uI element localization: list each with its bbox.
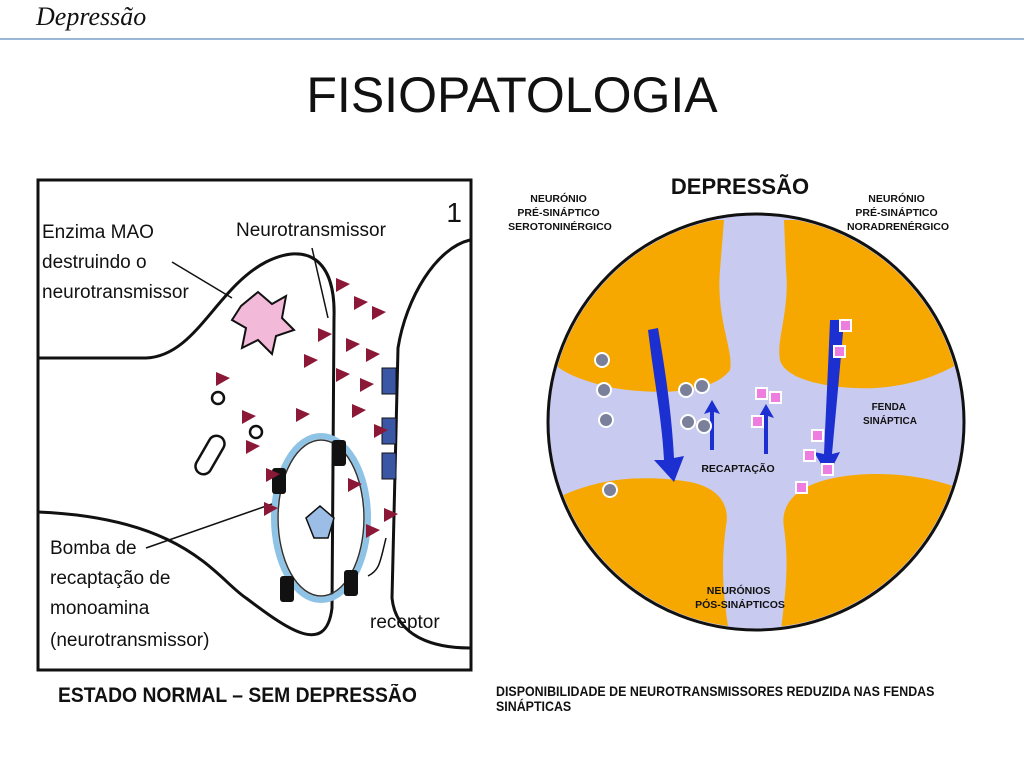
noradrenaline-molecule bbox=[755, 387, 768, 400]
panel-number: 1 bbox=[446, 197, 462, 228]
neurotransmitter-triangle bbox=[318, 328, 332, 342]
noradrenaline-molecule bbox=[821, 463, 834, 476]
neurotransmitter-triangle bbox=[360, 378, 374, 392]
depression-title: DEPRESSÃO bbox=[671, 174, 809, 199]
receptor-pointer bbox=[367, 537, 387, 577]
noradrenaline-molecule bbox=[833, 345, 846, 358]
serotonin-molecule bbox=[594, 352, 610, 368]
neurotransmitter-triangle bbox=[346, 338, 360, 352]
neurotransmitter-triangle bbox=[374, 424, 388, 438]
neurotransmitter-triangle bbox=[246, 440, 260, 454]
serotonin-molecule bbox=[598, 412, 614, 428]
noradrenaline-molecule bbox=[811, 429, 824, 442]
receptors bbox=[381, 367, 397, 480]
vesicle-enzyme-icon bbox=[305, 505, 335, 539]
label-neurotransmitter: Neurotransmissor bbox=[236, 220, 387, 241]
depression-diagram: DEPRESSÃO NEURÓNIO PRÉ-SINÁPTICO SEROTON… bbox=[494, 160, 984, 720]
vesicle bbox=[271, 433, 371, 603]
neurotransmitter-triangle bbox=[354, 296, 368, 310]
neurotransmitter-triangle bbox=[216, 372, 230, 386]
depression-synapse-figure: DEPRESSÃO NEURÓNIO PRÉ-SINÁPTICO SEROTON… bbox=[508, 174, 966, 632]
neurotransmitter-triangle bbox=[366, 524, 380, 538]
normal-state-diagram: 1 Neurotransmissor Enzima MAO destruindo… bbox=[36, 178, 476, 672]
serotonin-release-arrow bbox=[648, 328, 684, 482]
serotonin-molecule bbox=[694, 378, 710, 394]
serotonin-molecule bbox=[596, 382, 612, 398]
neurotransmitter-triangle bbox=[352, 404, 366, 418]
depression-caption: DISPONIBILIDADE DE NEUROTRANSMISSORES RE… bbox=[496, 684, 935, 714]
neurotransmitter-triangle bbox=[384, 508, 398, 522]
neurotransmitter-triangle bbox=[304, 354, 318, 368]
label-serotonergic-neuron: NEURÓNIO PRÉ-SINÁPTICO SEROTONINÉRGICO bbox=[508, 192, 612, 233]
neurotransmitter-triangle bbox=[264, 502, 278, 516]
serotonin-molecule bbox=[678, 382, 694, 398]
serotonin-molecule bbox=[680, 414, 696, 430]
label-reuptake: RECAPTAÇÃO bbox=[701, 462, 774, 475]
mao-enzyme-icon bbox=[230, 290, 296, 356]
small-vesicles bbox=[194, 390, 264, 476]
postsynaptic-outline bbox=[390, 238, 471, 650]
pump-pointer bbox=[145, 503, 273, 549]
neurotransmitter-triangle bbox=[336, 368, 350, 382]
noradrenaline-molecule bbox=[795, 481, 808, 494]
neurotransmitter-molecules bbox=[594, 319, 852, 498]
noradrenaline-molecule bbox=[839, 319, 852, 332]
noradrenaline-molecule bbox=[751, 415, 764, 428]
slide-title: FISIOPATOLOGIA bbox=[306, 67, 718, 123]
serotonin-molecule bbox=[696, 418, 712, 434]
noradrenaline-release-arrow bbox=[814, 320, 844, 476]
neurotransmitter-triangle bbox=[296, 408, 310, 422]
neurotransmitter-triangle bbox=[336, 278, 350, 292]
label-receptor: receptor bbox=[370, 612, 440, 633]
label-reuptake-pump: Bomba de recaptação de monoamina (neurot… bbox=[50, 538, 209, 651]
mao-pointer bbox=[171, 261, 233, 299]
header-title: Depressão bbox=[36, 2, 147, 31]
neurotransmitter-triangle bbox=[366, 348, 380, 362]
neurotransmitter-molecules bbox=[216, 278, 398, 538]
header-divider bbox=[0, 38, 1024, 40]
neurotransmitter-triangle bbox=[348, 478, 362, 492]
label-synaptic-cleft: FENDA SINÁPTICA bbox=[863, 402, 917, 427]
label-postsynaptic: NEURÓNIOS PÓS-SINÁPTICOS bbox=[695, 584, 785, 611]
noradrenaline-molecule bbox=[803, 449, 816, 462]
label-noradrenergic-neuron: NEURÓNIO PRÉ-SINÁPTICO NORADRENÉRGICO bbox=[847, 192, 949, 233]
neurotransmitter-triangle bbox=[372, 306, 386, 320]
normal-synapse-figure: 1 Neurotransmissor Enzima MAO destruindo… bbox=[36, 178, 473, 672]
label-mao: Enzima MAO destruindo o neurotransmissor bbox=[42, 222, 189, 303]
normal-state-caption: ESTADO NORMAL – SEM DEPRESSÃO bbox=[58, 684, 417, 707]
neurotransmitter-triangle bbox=[266, 468, 280, 482]
noradrenaline-molecule bbox=[769, 391, 782, 404]
reuptake-arrow-left bbox=[704, 400, 720, 450]
serotonin-molecule bbox=[602, 482, 618, 498]
presynaptic-terminal-outline bbox=[37, 252, 336, 637]
neurotransmitter-triangle bbox=[242, 410, 256, 424]
neurotransmitter-pointer bbox=[311, 247, 329, 319]
